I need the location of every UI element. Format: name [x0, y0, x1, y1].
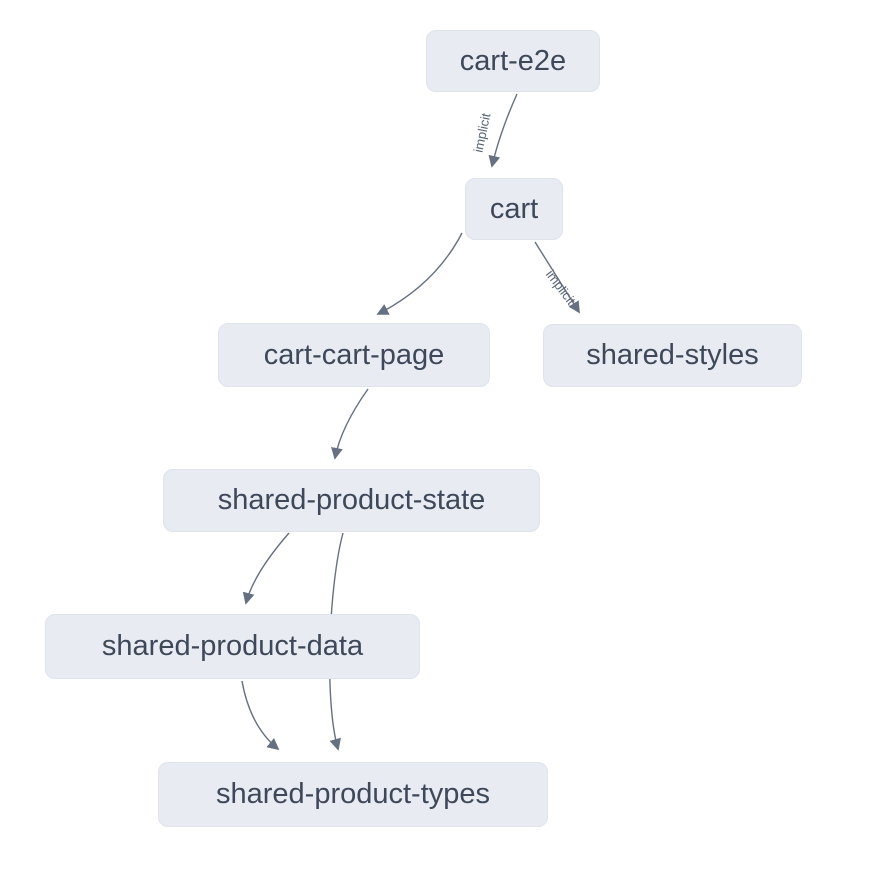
node-shared-styles[interactable]: shared-styles [543, 324, 802, 387]
edge-shared-product-data-to-shared-product-types [241, 680, 280, 751]
node-shared-product-state[interactable]: shared-product-state [163, 469, 540, 532]
edge-cart-cart-page-to-shared-product-state [331, 388, 369, 460]
node-cart-e2e[interactable]: cart-e2e [426, 30, 600, 92]
edge-cart-to-cart-cart-page [376, 232, 463, 315]
node-shared-product-types[interactable]: shared-product-types [158, 762, 548, 827]
edge-label-implicit-cart-e2e: implicit [470, 111, 493, 153]
edge-label-implicit-shared-styles: implicit [543, 267, 579, 308]
edge-cart-to-shared-styles [534, 241, 580, 314]
node-cart[interactable]: cart [465, 178, 563, 240]
node-shared-product-data[interactable]: shared-product-data [45, 614, 420, 679]
node-cart-cart-page[interactable]: cart-cart-page [218, 323, 490, 387]
edge-cart-e2e-to-cart [488, 93, 518, 168]
edge-shared-product-state-to-shared-product-data [242, 532, 290, 605]
